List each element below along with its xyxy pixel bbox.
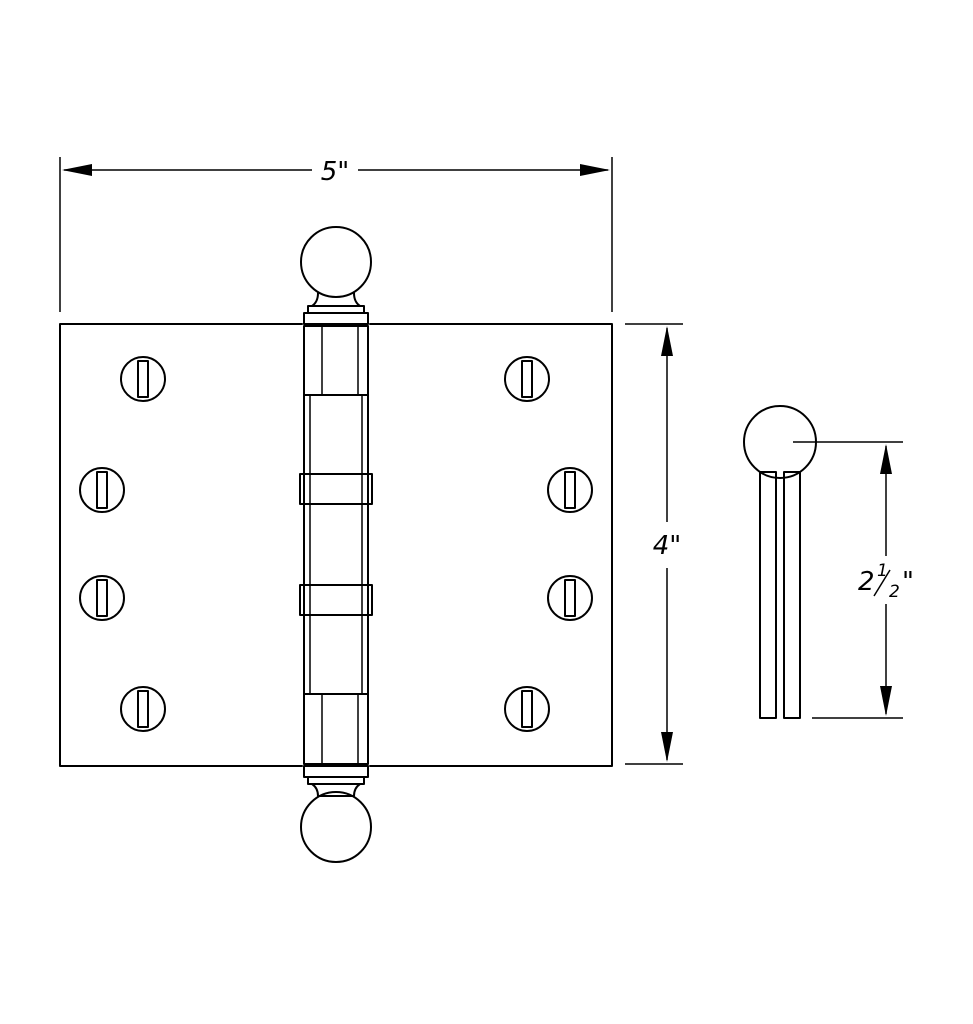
- right-leaf: [369, 323, 613, 767]
- height-label: 4": [653, 531, 682, 561]
- side-label-whole: 2: [858, 567, 875, 597]
- ball-tip-finial-icon: [300, 765, 372, 863]
- side-leaf-left: [759, 471, 777, 719]
- bearing-ring-upper: [299, 473, 373, 505]
- side-height-label: 2 1 2 ": [858, 561, 914, 602]
- bottom-finial-neck: [311, 783, 361, 797]
- slotted-screw-icon: [79, 467, 125, 513]
- bottom-finial-ball: [300, 791, 372, 863]
- side-view: [743, 405, 817, 719]
- side-label-fraction-bar: [873, 569, 891, 597]
- height-arrow-bottom: [661, 732, 673, 762]
- slotted-screw-icon: [79, 575, 125, 621]
- width-arrow-left: [62, 164, 92, 176]
- width-arrow-right: [580, 164, 610, 176]
- height-arrow-top: [661, 326, 673, 356]
- width-label: 5": [321, 157, 350, 187]
- top-finial-neck: [311, 292, 361, 307]
- slotted-screw-icon: [120, 686, 166, 732]
- height-dimension: 4": [625, 323, 683, 765]
- slotted-screw-icon: [504, 356, 550, 402]
- side-height-dimension: 2 1 2 ": [793, 441, 914, 719]
- bottom-finial-collar: [307, 776, 365, 785]
- slotted-screw-icon: [547, 575, 593, 621]
- side-arrow-top: [880, 444, 892, 474]
- side-arrow-bottom: [880, 686, 892, 716]
- top-finial-ball: [300, 226, 372, 298]
- left-leaf: [59, 323, 303, 767]
- side-label-numerator: 1: [877, 561, 888, 581]
- top-finial-cap: [303, 312, 369, 325]
- hinge-barrel: [299, 325, 373, 765]
- side-leaf-right: [783, 471, 801, 719]
- hinge-leaves: [59, 323, 613, 767]
- bearing-ring-lower: [299, 584, 373, 616]
- screws: [79, 356, 593, 732]
- barrel-body: [303, 325, 369, 765]
- width-dimension: 5": [59, 157, 613, 312]
- slotted-screw-icon: [504, 686, 550, 732]
- bottom-finial-cap: [303, 765, 369, 778]
- side-label-denominator: 2: [889, 582, 900, 602]
- side-label-inch: ": [902, 567, 914, 597]
- top-finial-collar: [307, 305, 365, 314]
- slotted-screw-icon: [120, 356, 166, 402]
- ball-tip-finial-icon: [300, 226, 372, 325]
- slotted-screw-icon: [547, 467, 593, 513]
